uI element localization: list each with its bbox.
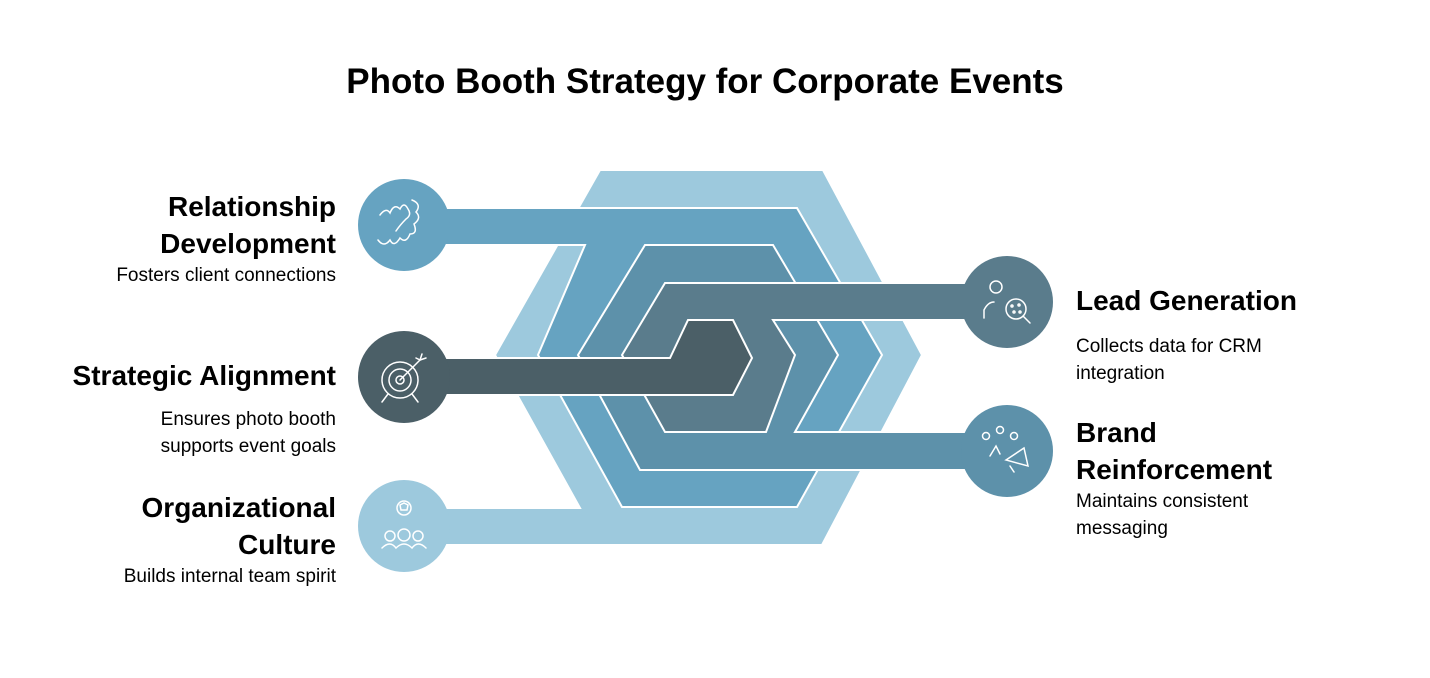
organizational-circle xyxy=(358,480,450,572)
brand-title-2: Reinforcement xyxy=(1076,454,1273,485)
brand-circle xyxy=(961,405,1053,497)
team-icon xyxy=(381,500,427,550)
brand-title: Brand xyxy=(1076,417,1157,448)
strategic-title: Strategic Alignment xyxy=(72,360,336,391)
page-title: Photo Booth Strategy for Corporate Event… xyxy=(346,62,1064,101)
brand-desc: Maintains consistent xyxy=(1076,491,1249,512)
lead-desc: Collects data for CRM xyxy=(1076,336,1262,357)
lead-desc-2: integration xyxy=(1076,363,1165,384)
lead-title: Lead Generation xyxy=(1076,285,1297,316)
strategic-desc-2: supports event goals xyxy=(160,436,336,457)
relationship-title-2: Development xyxy=(160,228,336,259)
relationship-title: Relationship xyxy=(167,191,336,222)
layer-strategic xyxy=(403,319,754,396)
lead-label: Lead Generation Collects data for CRM int… xyxy=(1076,282,1297,387)
relationship-circle xyxy=(358,179,450,271)
user-search-icon xyxy=(983,280,1031,324)
organizational-title-2: Culture xyxy=(238,529,336,560)
target-icon xyxy=(381,353,427,403)
handshake-icon xyxy=(377,199,420,245)
strategic-label: Strategic Alignment Ensures photo booth s… xyxy=(73,357,336,460)
organizational-title: Organizational xyxy=(141,492,336,523)
brand-desc-2: messaging xyxy=(1076,518,1168,539)
lead-circle xyxy=(961,256,1053,348)
relationship-desc: Fosters client connections xyxy=(116,265,336,286)
megaphone-icon xyxy=(981,425,1030,473)
organizational-desc: Builds internal team spirit xyxy=(123,566,336,587)
strategic-desc: Ensures photo booth xyxy=(160,409,336,430)
